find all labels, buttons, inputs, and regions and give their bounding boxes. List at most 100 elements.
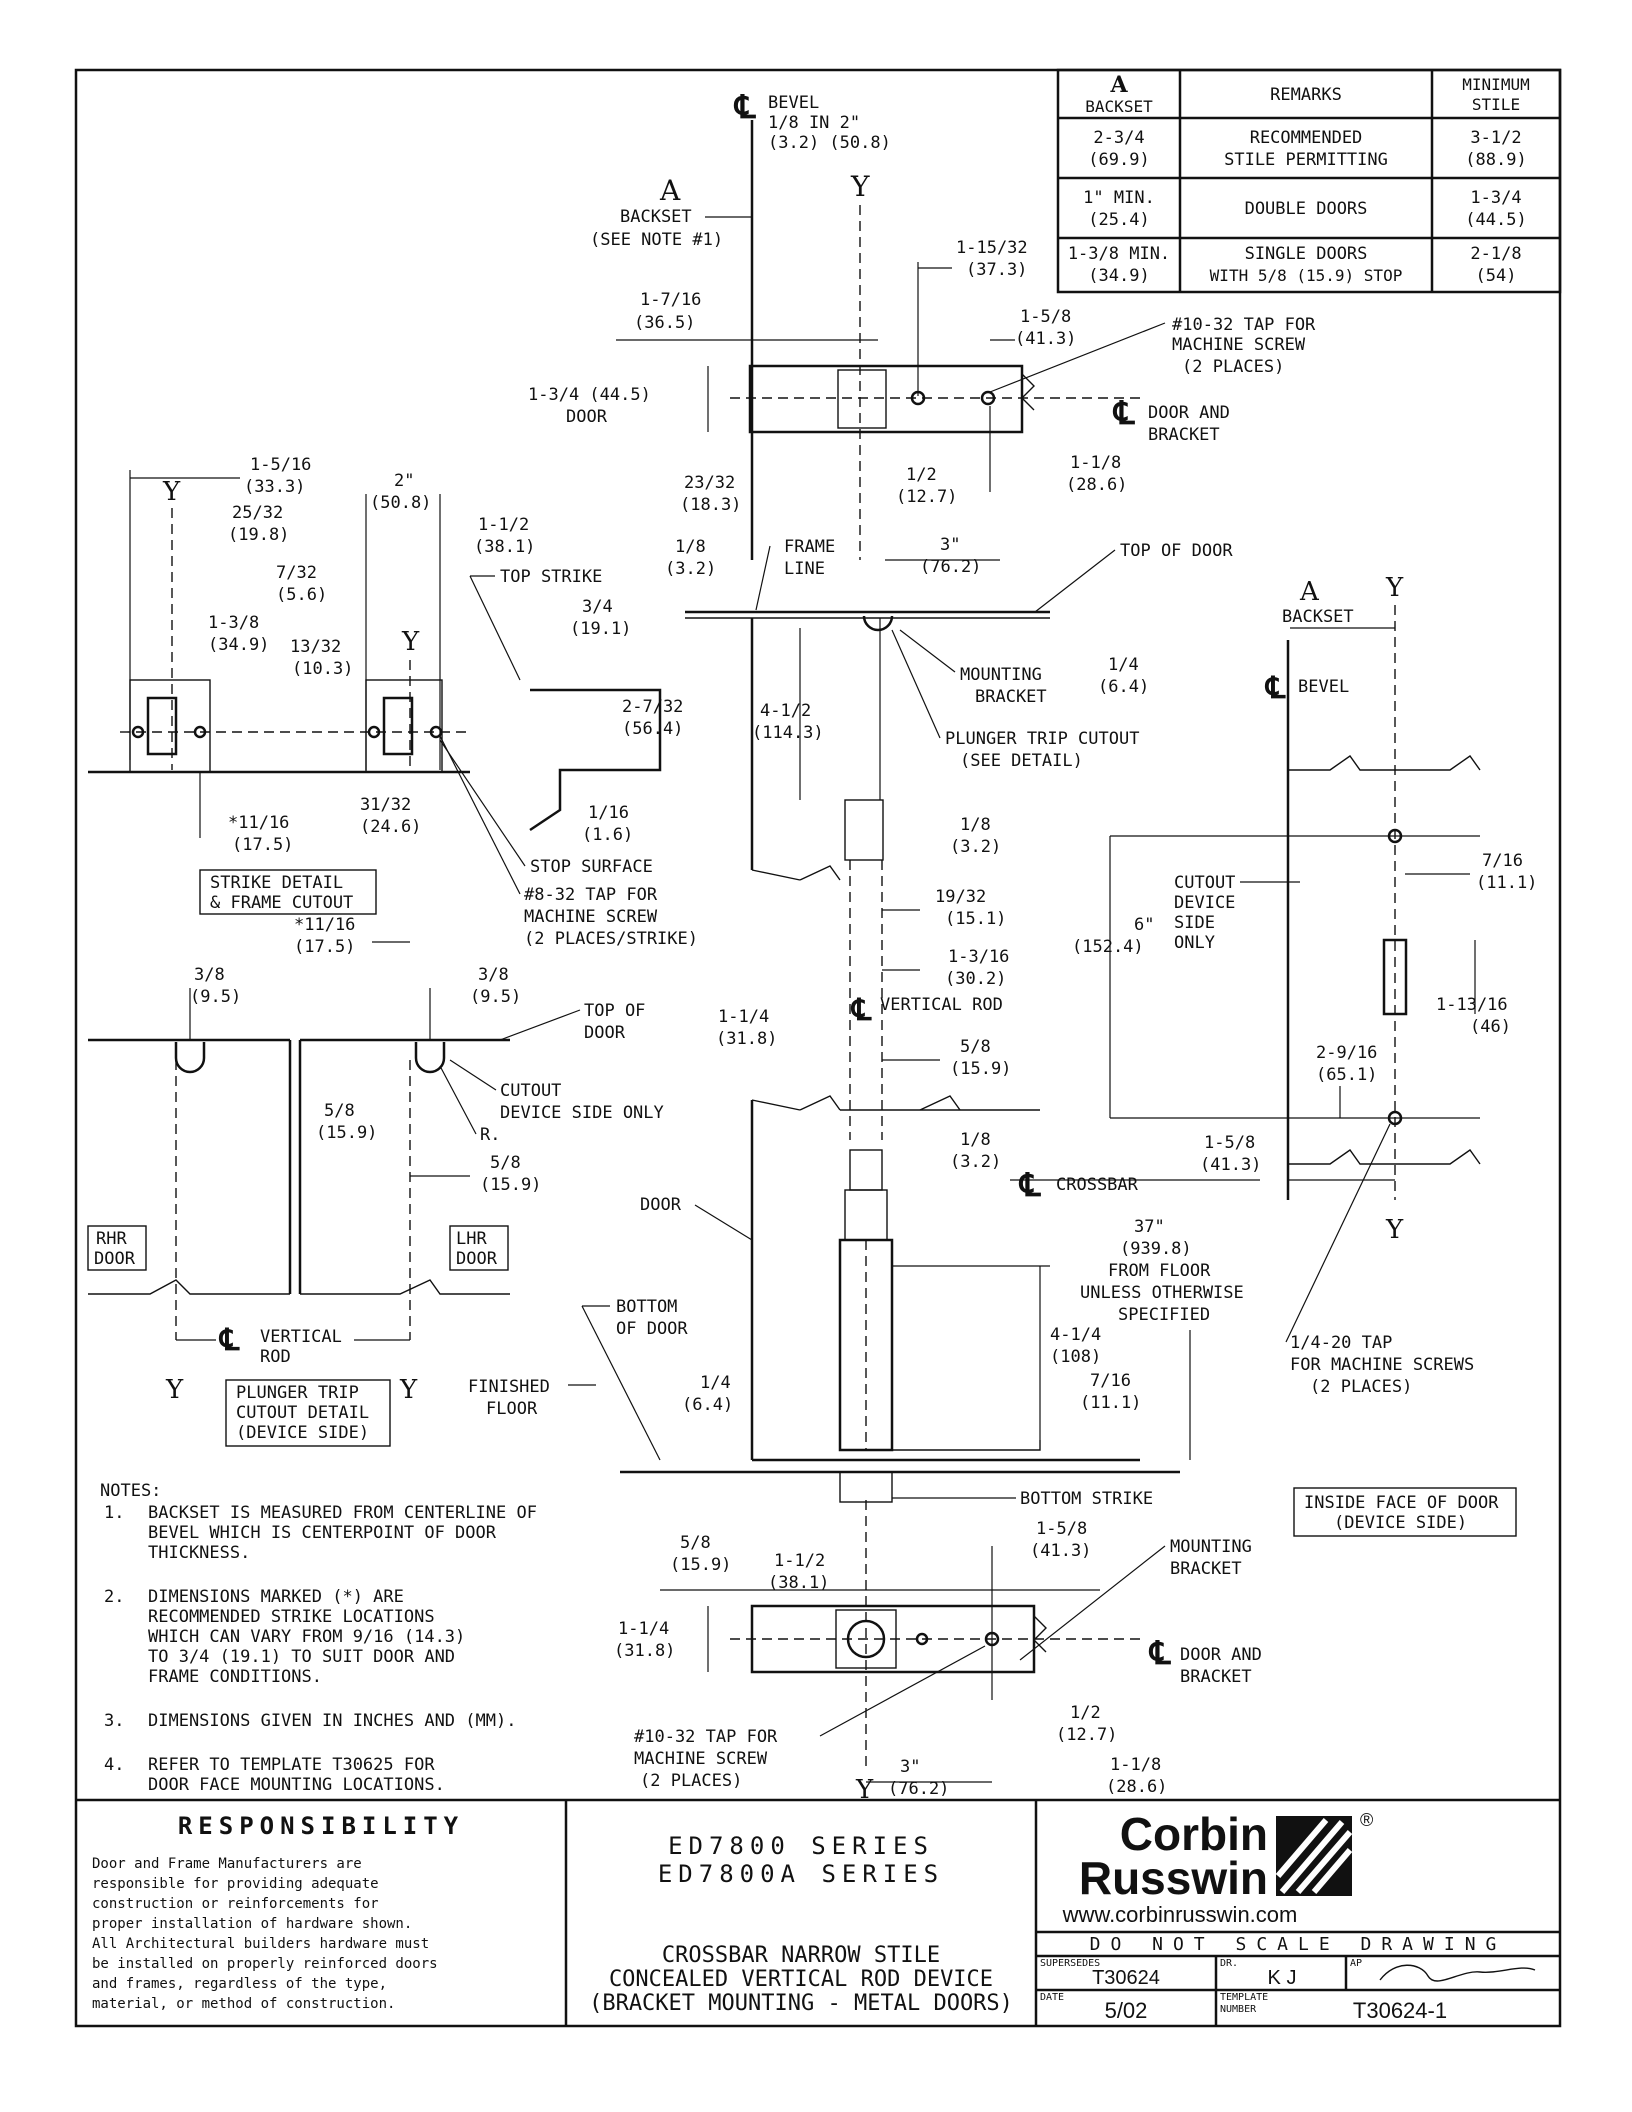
dim-11-1-a: (11.1) bbox=[1080, 1393, 1141, 1413]
dim-15-9-d: (15.9) bbox=[670, 1555, 731, 1575]
dim-56-4: (56.4) bbox=[622, 719, 683, 739]
template-label-1: TEMPLATE bbox=[1220, 1992, 1268, 2003]
strike-plate-right bbox=[365, 679, 443, 773]
dim-65-1: (65.1) bbox=[1316, 1065, 1377, 1085]
responsibility-line: be installed on properly reinforced door… bbox=[92, 1956, 438, 1972]
machine-screw-bot: MACHINE SCREW bbox=[634, 1749, 768, 1769]
note-line: DOOR FACE MOUNTING LOCATIONS. bbox=[148, 1775, 445, 1795]
dim-38-1-b: (38.1) bbox=[768, 1573, 829, 1593]
bevel-label: BEVEL bbox=[768, 93, 819, 113]
main-elevation: 1/8 (3.2) FRAME LINE TOP OF DOOR MOUNTIN… bbox=[468, 537, 1260, 1509]
note-line: FRAME CONDITIONS. bbox=[148, 1667, 322, 1687]
two-places-right: (2 PLACES) bbox=[1310, 1377, 1412, 1397]
desc-1: CROSSBAR NARROW STILE bbox=[662, 1943, 940, 1968]
dim-15-1: (15.1) bbox=[945, 909, 1006, 929]
title-block: RESPONSIBILITY Door and Frame Manufactur… bbox=[76, 1798, 1560, 2026]
dim-76-2-bot: (76.2) bbox=[888, 1779, 949, 1799]
note-line: DIMENSIONS GIVEN IN INCHES AND (MM). bbox=[148, 1711, 516, 1731]
crossbar-cl-symbol: ℄ bbox=[1018, 1166, 1041, 1204]
responsibility-line: proper installation of hardware shown. bbox=[92, 1916, 412, 1932]
two-places-bot: (2 PLACES) bbox=[640, 1771, 742, 1791]
top-bracket-view: ℄ BEVEL 1/8 IN 2" (3.2) (50.8) Y A BACKS… bbox=[528, 88, 1316, 577]
table-row2-stile: 1-3/4 bbox=[1470, 188, 1521, 208]
notes-heading: NOTES: bbox=[100, 1481, 161, 1501]
dim-38-1-a: (38.1) bbox=[474, 537, 535, 557]
dim-1-5-8-bot: 1-5/8 bbox=[1036, 1519, 1087, 1539]
dim-31-32: 31/32 bbox=[360, 795, 411, 815]
y-label-right-top: Y bbox=[1385, 573, 1404, 603]
responsibility-line: Door and Frame Manufacturers are bbox=[92, 1856, 362, 1872]
dim-37-3: (37.3) bbox=[966, 260, 1027, 280]
from-floor-label: FROM FLOOR bbox=[1108, 1261, 1211, 1281]
mounting-label-bot: MOUNTING bbox=[1170, 1537, 1252, 1557]
device-side-title: (DEVICE SIDE) bbox=[236, 1423, 369, 1443]
bevel-cl-right: ℄ bbox=[1264, 671, 1286, 706]
table-row3-stile: 2-1/8 bbox=[1470, 244, 1521, 264]
note-line: RECOMMENDED STRIKE LOCATIONS bbox=[148, 1607, 435, 1627]
dim-76-2-top: (76.2) bbox=[920, 557, 981, 577]
plunger-trip-cutout bbox=[862, 615, 894, 632]
table-row3-stile-mm: (54) bbox=[1476, 266, 1517, 286]
two-places-top: (2 PLACES) bbox=[1182, 357, 1284, 377]
dim-939-8: (939.8) bbox=[1120, 1239, 1192, 1259]
supersedes-value: T30624 bbox=[1092, 1967, 1160, 1989]
plunger-trip-cutout-label: PLUNGER TRIP CUTOUT bbox=[945, 729, 1139, 749]
dim-37in: 37" bbox=[1134, 1217, 1165, 1237]
crossbar-label: CROSSBAR bbox=[1056, 1175, 1139, 1195]
door-label-top: DOOR bbox=[566, 407, 608, 427]
responsibility-line: responsible for providing adequate bbox=[92, 1876, 379, 1892]
note-line: BACKSET IS MEASURED FROM CENTERLINE OF bbox=[148, 1503, 537, 1523]
vertical-rod-cl-ptd: ℄ bbox=[218, 1323, 240, 1358]
table-row1-remarks2: STILE PERMITTING bbox=[1224, 150, 1388, 170]
dim-3-8-a: 3/8 bbox=[194, 965, 225, 985]
table-header-minimum: MINIMUM bbox=[1462, 75, 1529, 94]
dim-3-2-b: (3.2) bbox=[950, 837, 1001, 857]
strike-profile bbox=[529, 688, 662, 832]
door-and-top: DOOR AND bbox=[1148, 403, 1230, 423]
dim-9-5-a: (9.5) bbox=[190, 987, 241, 1007]
series-2: ED7800A SERIES bbox=[658, 1860, 944, 1888]
date-label: DATE bbox=[1040, 1992, 1064, 2003]
table-row3-remarks2: WITH 5/8 (15.9) STOP bbox=[1210, 266, 1403, 285]
top-strike-label: TOP STRIKE bbox=[500, 567, 602, 587]
responsibility-title: RESPONSIBILITY bbox=[178, 1812, 464, 1840]
bracket-top: BRACKET bbox=[1148, 425, 1220, 445]
inside-face-label: INSIDE FACE OF DOOR bbox=[1304, 1493, 1499, 1513]
device-side-label-right: (DEVICE SIDE) bbox=[1334, 1513, 1467, 1533]
dim-108: (108) bbox=[1050, 1347, 1101, 1367]
stop-surface-label: STOP SURFACE bbox=[530, 857, 653, 877]
dim-4-1-2: 4-1/2 bbox=[760, 701, 811, 721]
table-header-a: A bbox=[1109, 72, 1128, 98]
dim-6in: 6" bbox=[1134, 915, 1154, 935]
plunger-cutout-arc bbox=[414, 1042, 446, 1074]
notes: NOTES: 1.BACKSET IS MEASURED FROM CENTER… bbox=[100, 1481, 537, 1795]
bevel-dim: 1/8 IN 2" bbox=[768, 113, 860, 133]
dim-7-32: 7/32 bbox=[276, 563, 317, 583]
tap-10-32-bot: #10-32 TAP FOR bbox=[634, 1727, 778, 1747]
strike-detail-title: STRIKE DETAIL bbox=[210, 873, 343, 893]
dim-1-1-8-bot: 1-1/8 bbox=[1110, 1755, 1161, 1775]
tap-8-32: #8-32 TAP FOR bbox=[524, 885, 658, 905]
dim-1-13-16: 1-13/16 bbox=[1436, 995, 1508, 1015]
dim-1-2-top: 1/2 bbox=[906, 465, 937, 485]
strike-detail: Y 1-5/16 (33.3) 25/32 (19.8) 2" (50.8) 1… bbox=[88, 455, 698, 957]
dim-5-8-d: 5/8 bbox=[680, 1533, 711, 1553]
dim-1-16: 1/16 bbox=[588, 803, 629, 823]
dim-15-9-c: (15.9) bbox=[480, 1175, 541, 1195]
radius-label: R. bbox=[480, 1125, 500, 1145]
dim-31-8-a: (31.8) bbox=[716, 1029, 777, 1049]
dim-5-8-a: 5/8 bbox=[960, 1037, 991, 1057]
door-thickness-dim: 1-3/4 (44.5) bbox=[528, 385, 651, 405]
dim-7-16-b: 7/16 bbox=[1482, 851, 1523, 871]
template-label-2: NUMBER bbox=[1220, 2004, 1257, 2015]
dim-1-15-32: 1-15/32 bbox=[956, 238, 1028, 258]
dim-5-6: (5.6) bbox=[276, 585, 327, 605]
dim-41-3-right: (41.3) bbox=[1200, 1155, 1261, 1175]
dim-1-7-16: 1-7/16 bbox=[640, 290, 701, 310]
see-note-label: (SEE NOTE #1) bbox=[590, 230, 723, 250]
dim-1-4-a: 1/4 bbox=[1108, 655, 1139, 675]
dim-4-1-4: 4-1/4 bbox=[1050, 1325, 1101, 1345]
note-line: DIMENSIONS MARKED (*) ARE bbox=[148, 1587, 404, 1607]
vertical-rod-label: VERTICAL ROD bbox=[880, 995, 1003, 1015]
series-1: ED7800 SERIES bbox=[668, 1832, 934, 1860]
